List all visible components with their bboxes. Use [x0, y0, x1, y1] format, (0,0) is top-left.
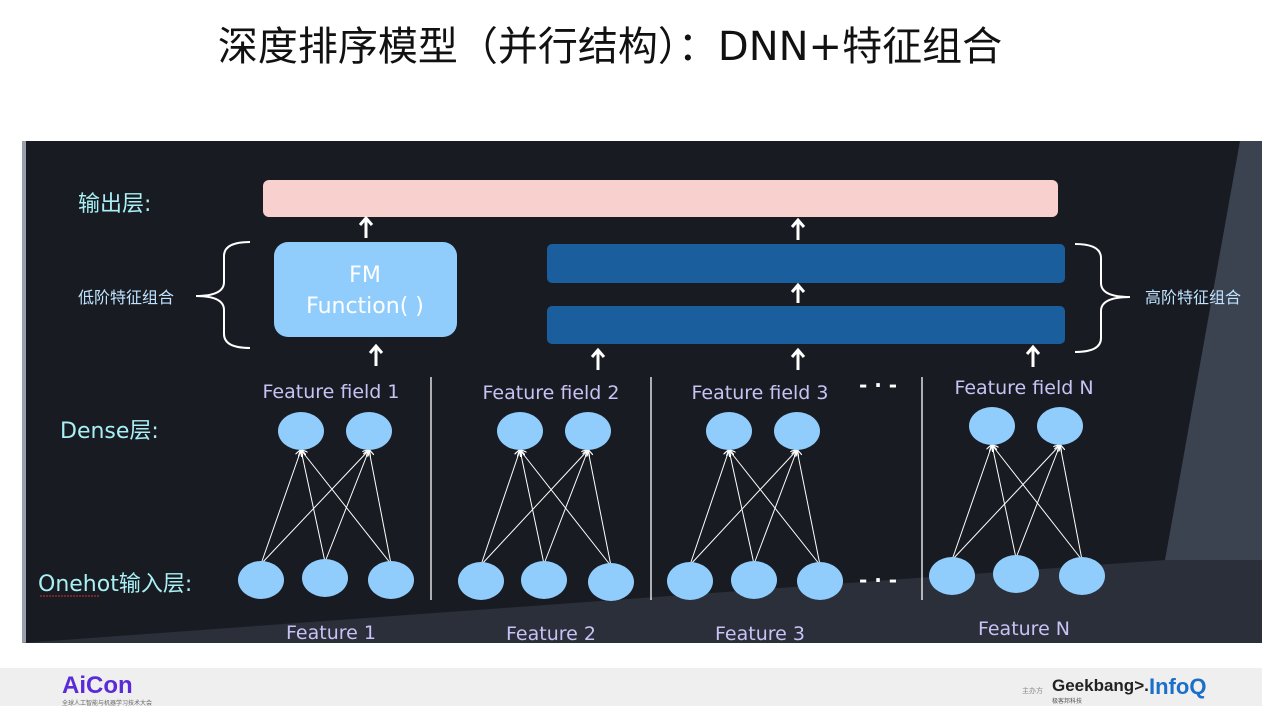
aicon-logo-subtitle: 全球人工智能与机器学习技术大会: [62, 701, 153, 707]
onehot-layer-label: Onehot输入层:: [38, 572, 192, 597]
connection-edge: [260, 450, 369, 565]
diagram-panel: [22, 141, 1262, 643]
fm-box-line2: Function( ): [306, 294, 424, 319]
dnn-hidden-bar-1: [547, 306, 1065, 344]
dense-node: [346, 412, 392, 450]
feature-field-label: Feature field N: [954, 377, 1093, 399]
connection-edge: [1060, 445, 1083, 561]
dense-node: [278, 412, 324, 450]
geekbang-logo: Geekbang>.: [1052, 676, 1149, 695]
dense-node: [706, 412, 752, 450]
flow-arrow-icon: [790, 217, 806, 240]
high-order-label: 高阶特征组合: [1145, 288, 1241, 307]
connection-edge: [1015, 445, 1060, 559]
dnn-hidden-bar-2: [547, 244, 1065, 283]
onehot-node: [667, 562, 713, 600]
connection-edge: [753, 450, 797, 565]
onehot-node: [929, 557, 975, 595]
connection-edge: [301, 450, 326, 563]
connection-edge: [480, 450, 520, 566]
dense-node: [774, 412, 820, 450]
connection-edge: [797, 450, 821, 566]
onehot-node: [368, 561, 414, 599]
flow-arrow-icon: [1025, 344, 1041, 367]
host-label: 主办方: [1022, 688, 1043, 695]
flow-arrow-icon: [368, 343, 384, 366]
connection-edge: [992, 445, 1017, 559]
dense-node: [969, 407, 1015, 445]
output-layer-label: 输出层:: [78, 192, 151, 217]
onehot-node: [588, 563, 634, 601]
feature-field-label: Feature field 1: [263, 381, 400, 403]
connection-edge: [689, 450, 729, 566]
onehot-node: [993, 555, 1039, 593]
low-order-label: 低阶特征组合: [78, 288, 174, 307]
connection-edge: [588, 450, 612, 567]
flow-arrow-icon: [790, 282, 806, 303]
left-brace: [195, 241, 251, 349]
slide-title: 深度排序模型（并行结构）：DNN+特征组合: [217, 24, 1003, 70]
infoq-logo: InfoQ: [1149, 674, 1207, 699]
connection-edge: [951, 445, 1060, 561]
onehot-node: [797, 562, 843, 600]
connection-edge: [324, 450, 369, 563]
connection-edge: [520, 450, 545, 565]
feature-field-label: Feature field 2: [483, 382, 620, 404]
connection-edge: [689, 450, 797, 566]
connection-edge: [260, 450, 301, 565]
fm-box-line1: FM: [349, 263, 381, 288]
output-bar: [263, 180, 1058, 217]
connection-edge: [520, 450, 612, 567]
connection-edge: [301, 450, 392, 565]
feature-group-1: Feature field 1 Feature 1: [238, 381, 414, 644]
dense-node: [1037, 407, 1083, 445]
feature-group-3: Feature field 3 Feature 3: [667, 382, 843, 645]
onehot-node: [731, 561, 777, 599]
panel-edge: [22, 141, 26, 643]
flow-arrow-icon: [358, 215, 374, 238]
dense-node: [497, 412, 543, 450]
aicon-logo: AiCon: [62, 672, 133, 699]
fm-box: [274, 242, 457, 337]
connection-edge: [729, 450, 755, 565]
ellipsis-features: - · -: [859, 568, 897, 592]
feature-label: Feature 2: [506, 623, 596, 645]
connection-edge: [992, 445, 1083, 561]
onehot-node: [1059, 557, 1105, 595]
right-brace: [1074, 243, 1131, 353]
flow-arrow-icon: [590, 347, 606, 370]
onehot-node: [302, 559, 348, 597]
dense-layer-label: Dense层:: [60, 419, 159, 444]
flow-arrow-icon: [790, 347, 806, 370]
connection-edge: [480, 450, 588, 566]
connection-edge: [729, 450, 821, 566]
dense-node: [565, 412, 611, 450]
onehot-node: [458, 562, 504, 600]
onehot-node: [238, 561, 284, 599]
ellipsis-fields: - · -: [859, 373, 897, 397]
onehot-node: [521, 561, 567, 599]
panel-shade-right: [1165, 141, 1262, 643]
connection-edge: [543, 450, 588, 565]
feature-label: Feature 1: [286, 622, 376, 644]
connection-edge: [951, 445, 992, 561]
connection-edge: [369, 450, 392, 565]
feature-label: Feature 3: [715, 623, 805, 645]
feature-group-2: Feature field 2 Feature 2: [458, 382, 634, 645]
feature-group-4: Feature field N Feature N: [929, 377, 1105, 640]
geekbang-logo-subtitle: 极客邦科技: [1052, 699, 1083, 705]
feature-field-label: Feature field 3: [692, 382, 829, 404]
feature-label: Feature N: [978, 618, 1070, 640]
footer: AiCon 全球人工智能与机器学习技术大会 主办方 Geekbang>. 极客邦…: [0, 668, 1262, 707]
